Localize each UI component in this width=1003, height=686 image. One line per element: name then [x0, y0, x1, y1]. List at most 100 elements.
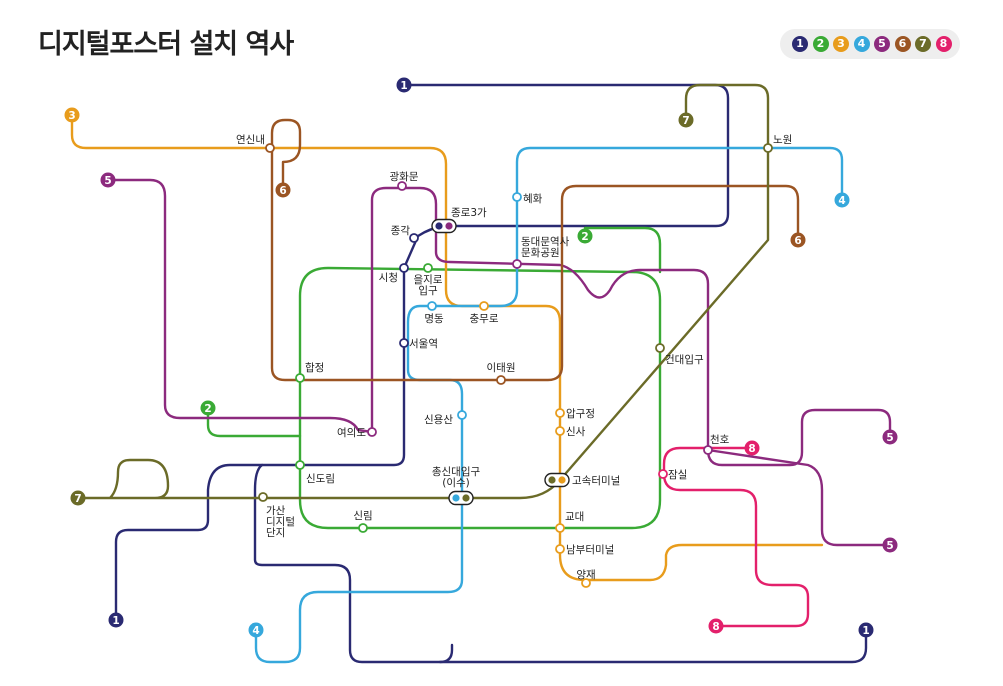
station-sinsa[interactable]: [555, 426, 565, 436]
line-5-badge: 5: [100, 172, 116, 188]
line-1-badge: 1: [396, 77, 412, 93]
line-2-badge: 2: [577, 228, 593, 244]
station-label-yangjae: 양재: [576, 569, 595, 581]
station-label-gwanghwamun: 광화문: [390, 171, 419, 183]
station-label-chungmuro: 충무로: [470, 313, 499, 325]
station-yeouido[interactable]: [367, 427, 377, 437]
station-label-myeongdong: 명동: [424, 313, 444, 325]
station-label-chongshin: 총신대입구(이수): [432, 465, 481, 489]
station-gyodae[interactable]: [555, 523, 565, 533]
line-2-path: [298, 266, 662, 530]
station-itaewon[interactable]: [496, 375, 506, 385]
svg-text:8: 8: [748, 443, 755, 455]
svg-text:5: 5: [886, 432, 893, 444]
legend-line-1: 1: [792, 36, 808, 52]
svg-text:7: 7: [682, 115, 689, 127]
station-jongno3ga[interactable]: [431, 218, 457, 234]
station-nambu[interactable]: [555, 544, 565, 554]
line-6-path: [270, 118, 800, 382]
svg-text:1: 1: [112, 615, 119, 627]
station-sillim[interactable]: [358, 523, 368, 533]
station-seoulstation[interactable]: [399, 338, 409, 348]
line-6-badge: 6: [275, 182, 291, 198]
line-2-branch-a: [206, 406, 302, 438]
line-7-path: [76, 83, 770, 500]
station-geondae[interactable]: [655, 343, 665, 353]
station-gwanghwamun[interactable]: [397, 181, 407, 191]
station-cheonho[interactable]: [703, 445, 713, 455]
line-2-branch-b: [583, 226, 662, 274]
line-1-branch: [253, 463, 868, 664]
line-5-badge: 5: [882, 429, 898, 445]
station-sicheong[interactable]: [399, 263, 409, 273]
line-8-badge: 8: [708, 618, 724, 634]
station-label-seoulstation: 서울역: [409, 338, 438, 350]
station-label-sillim: 신림: [353, 510, 372, 522]
station-label-sindorim: 신도림: [306, 473, 335, 485]
legend-line-8: 8: [935, 36, 952, 52]
legend-line-7: 7: [915, 36, 931, 52]
svg-text:4: 4: [838, 195, 845, 207]
line-7-badge: 7: [678, 112, 694, 128]
line-4-badge: 4: [834, 192, 850, 208]
svg-text:6: 6: [794, 235, 801, 247]
station-yeonsinnae[interactable]: [265, 143, 275, 153]
station-hyehwa[interactable]: [512, 192, 522, 202]
line-6-badge: 6: [790, 232, 806, 248]
line-3-path: [70, 113, 824, 582]
station-sindorim[interactable]: [295, 460, 305, 470]
station-gasan[interactable]: [258, 492, 268, 502]
station-label-yeouido: 여의도: [337, 427, 366, 439]
station-label-sinyongsan: 신용산: [424, 414, 453, 426]
legend-line-2: 2: [812, 36, 829, 52]
station-label-yeonsinnae: 연신내: [236, 134, 265, 146]
line-5-badge: 5: [882, 537, 898, 553]
legend-line-5: 5: [874, 36, 890, 52]
legend-line-3: 3: [833, 36, 849, 52]
station-apgujeong[interactable]: [555, 408, 565, 418]
station-express[interactable]: [544, 472, 570, 488]
line-1-stub: [438, 643, 454, 664]
svg-text:1: 1: [400, 80, 407, 92]
station-label-nowon: 노원: [773, 134, 792, 146]
station-label-sicheong: 시청: [379, 272, 398, 284]
svg-text:3: 3: [68, 110, 75, 122]
line-1-badge: 1: [858, 622, 874, 638]
station-label-hapjeong: 합정: [305, 362, 324, 374]
station-chungmuro[interactable]: [479, 301, 489, 311]
station-ddp[interactable]: [512, 259, 522, 269]
station-chongshin[interactable]: [448, 490, 474, 506]
line-8-badge: 8: [744, 440, 760, 456]
station-label-itaewon: 이태원: [487, 362, 516, 374]
station-euljiro[interactable]: [423, 263, 433, 273]
svg-text:2: 2: [581, 231, 588, 243]
station-label-cheonho: 천호: [710, 434, 730, 446]
station-yangjae[interactable]: [581, 578, 591, 588]
station-jamsil[interactable]: [658, 469, 668, 479]
page-title: 디지털포스터 설치 역사: [38, 29, 294, 60]
station-label-jonggak: 종각: [391, 225, 411, 237]
station-label-gyodae: 교대: [565, 511, 584, 523]
line-2-badge: 2: [200, 400, 216, 416]
station-sinyongsan[interactable]: [457, 410, 467, 420]
station-jonggak[interactable]: [409, 233, 419, 243]
line-5-path: [106, 178, 892, 467]
svg-text:1: 1: [862, 625, 869, 637]
station-hapjeong[interactable]: [295, 373, 305, 383]
station-myeongdong[interactable]: [427, 301, 437, 311]
line-8-path: [662, 446, 810, 628]
station-label-jongno3ga: 종로3가: [451, 207, 487, 219]
station-nowon[interactable]: [763, 143, 773, 153]
station-label-sinsa: 신사: [566, 426, 586, 438]
station-label-geondae: 건대입구: [665, 353, 704, 366]
line-7-badge: 7: [70, 490, 86, 506]
line-5-branch: [706, 448, 892, 547]
svg-text:5: 5: [886, 540, 893, 552]
svg-text:6: 6: [279, 185, 286, 197]
line-1-badge: 1: [108, 612, 124, 628]
